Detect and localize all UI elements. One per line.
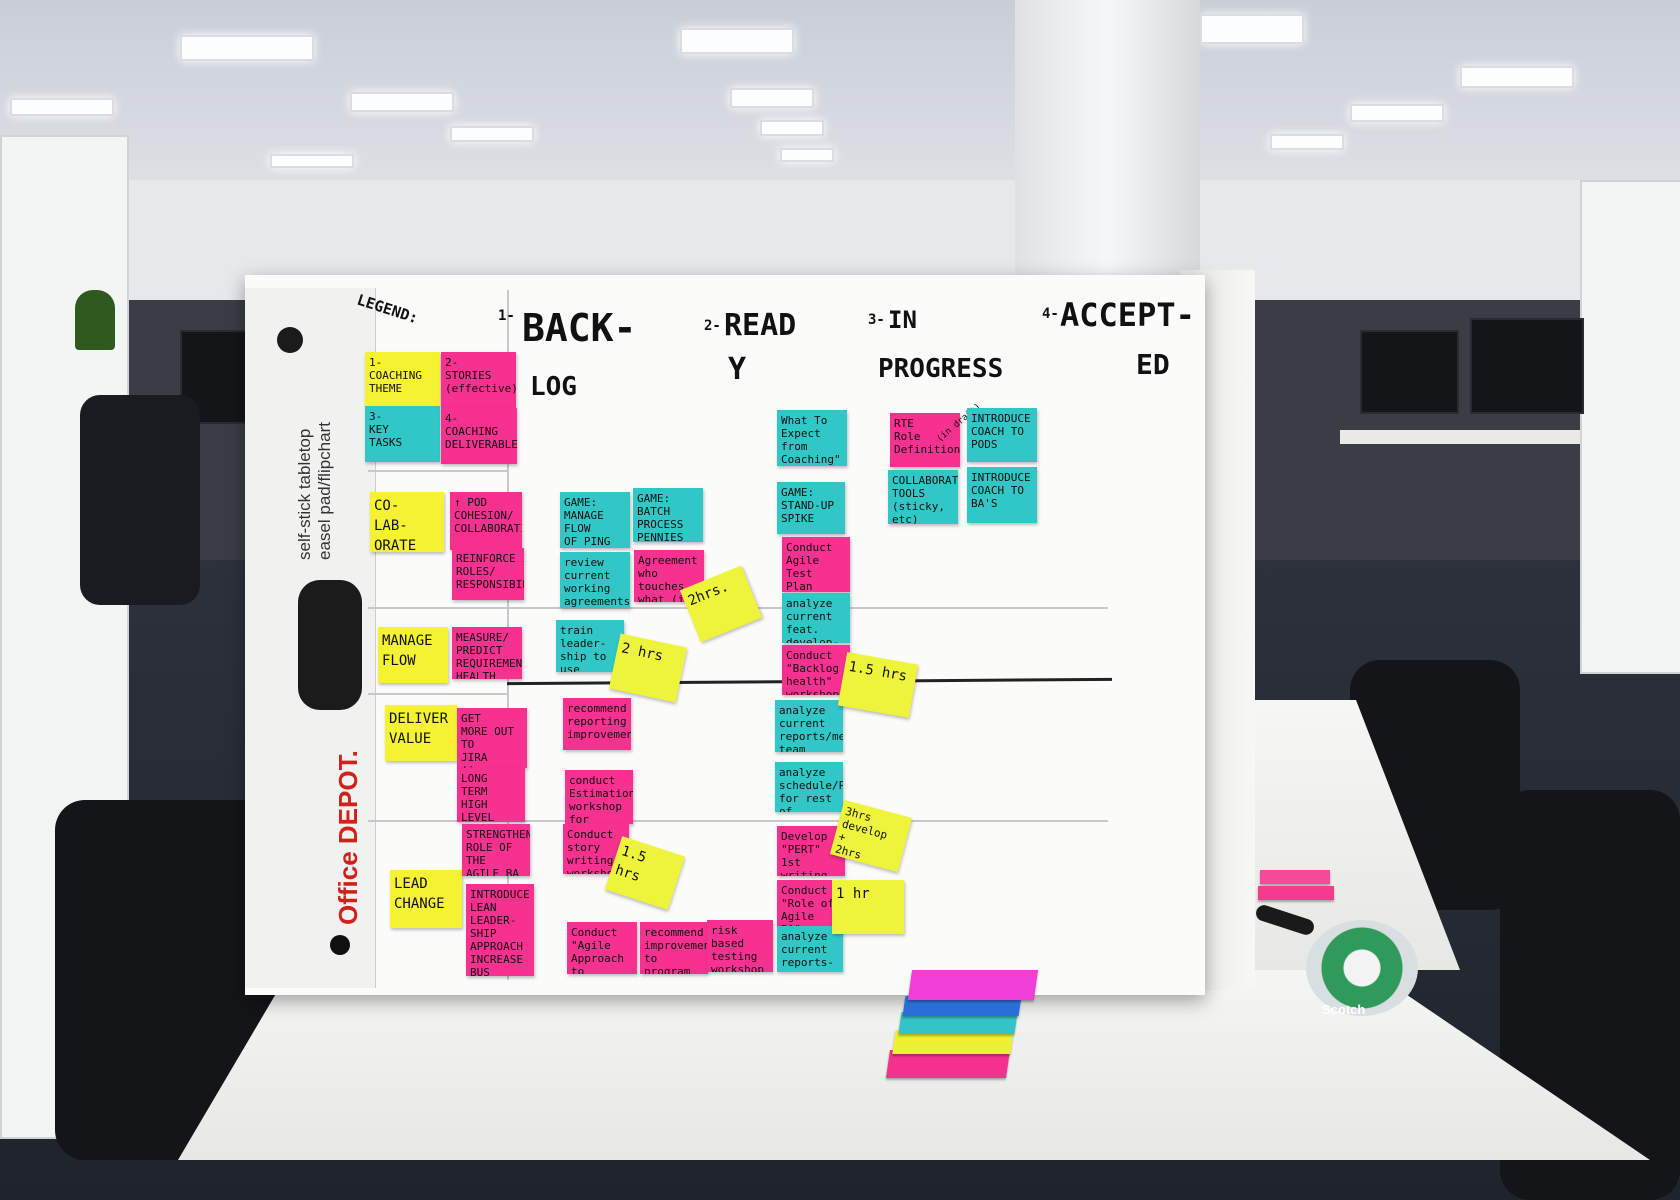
sticky-pad-desk bbox=[1260, 870, 1330, 884]
theme-manage-flow: MANAGE FLOW bbox=[378, 627, 448, 683]
ceiling-light bbox=[760, 120, 824, 136]
ceiling-light bbox=[270, 154, 354, 168]
story-note: INTRODUCE LEAN LEADER- SHIP APPROACH INC… bbox=[466, 884, 534, 976]
tape-label: Scotch bbox=[1322, 1002, 1366, 1017]
task-note: recommend reporting improvements bbox=[563, 698, 631, 750]
task-note: Conduct "Backlog health" workshop bbox=[782, 645, 850, 695]
row-divider bbox=[368, 820, 1108, 822]
legend-note-coaching-theme: 1- COACHING THEME bbox=[365, 352, 440, 406]
task-note: recommend improvements to program level … bbox=[640, 922, 708, 974]
column-title-ready-2: Y bbox=[728, 352, 747, 387]
task-note: Conduct Agile Test Plan writing workshop bbox=[782, 537, 850, 592]
task-note: train leader- ship to use backlog health bbox=[556, 620, 624, 672]
task-note: INTRODUCE COACH TO PODS bbox=[967, 408, 1037, 462]
estimate-note: 1 hr bbox=[832, 880, 904, 934]
pillar bbox=[1015, 0, 1200, 280]
ceiling-light bbox=[180, 35, 314, 61]
story-note: STRENGTHEN ROLE OF THE AGILE BA bbox=[462, 824, 530, 876]
task-note: GAME: MANAGE FLOW OF PING PONG BALLS bbox=[560, 492, 630, 548]
monitor bbox=[1360, 330, 1459, 414]
task-note: conduct Estimation workshop for future r… bbox=[565, 770, 633, 824]
story-note: MEASURE/ PREDICT REQUIREMENTS HEALTH bbox=[452, 627, 522, 679]
task-note: review current working agreements bbox=[560, 552, 630, 608]
row-divider bbox=[368, 470, 508, 472]
monitor bbox=[180, 330, 254, 424]
ceiling-light bbox=[730, 88, 814, 108]
task-note: analyze current reports/metrics- team le… bbox=[775, 700, 843, 752]
task-note: COLLABORATION TOOLS (sticky, etc) bbox=[888, 470, 958, 524]
task-note: INTRODUCE COACH TO BA'S bbox=[967, 467, 1037, 523]
column-title-accepted-2: ED bbox=[1136, 348, 1170, 381]
column-title-in-progress: IN bbox=[888, 306, 917, 334]
column-number: 3- bbox=[868, 312, 885, 328]
task-note: Conduct "Agile Approach to Product Cont"… bbox=[567, 922, 637, 974]
easel-hole bbox=[277, 327, 303, 353]
sticky-pad-desk bbox=[1258, 886, 1334, 900]
office-depot-logo: Office DEPOT. bbox=[333, 750, 363, 925]
ceiling-light bbox=[1270, 134, 1344, 150]
legend-note-key-tasks: 3- KEY TASKS bbox=[365, 406, 440, 462]
ceiling-light bbox=[10, 98, 114, 116]
theme-lead-change: LEAD CHANGE bbox=[390, 870, 462, 928]
column-title-backlog: BACK- bbox=[522, 306, 637, 350]
theme-deliver-value: DELIVER VALUE bbox=[385, 705, 457, 761]
tape-dispenser bbox=[1306, 920, 1418, 1016]
column-number: 2- bbox=[704, 318, 721, 334]
column-number: 4- bbox=[1042, 306, 1059, 322]
column-title-in-progress-2: PROGRESS bbox=[878, 354, 1004, 384]
task-note: GAME: BATCH PROCESS PENNIES bbox=[633, 488, 703, 542]
person-seated bbox=[80, 395, 200, 605]
story-note: REINFORCE ROLES/ RESPONSIBIES bbox=[452, 548, 524, 600]
sticky-pad bbox=[907, 970, 1039, 1000]
ceiling-light bbox=[1460, 66, 1574, 88]
task-note: GAME: STAND-UP SPIKE bbox=[777, 482, 845, 534]
back-desk bbox=[1340, 430, 1580, 444]
story-note: ↑ POD COHESION/ COLLABORATION bbox=[450, 492, 522, 550]
ceiling-light bbox=[680, 28, 794, 54]
task-note: RTE Role Definition bbox=[890, 413, 960, 467]
column-title-ready: READ bbox=[724, 308, 797, 343]
story-note: LONG TERM HIGH LEVEL ESTIMATES bbox=[457, 768, 525, 822]
task-note: risk based testing workshop bbox=[707, 920, 773, 972]
ceiling-light bbox=[1200, 14, 1304, 44]
column-title-backlog-2: LOG bbox=[530, 372, 577, 402]
right-whiteboard bbox=[1580, 180, 1680, 674]
story-note: GET MORE OUT TO JIRA (improve reports) bbox=[457, 708, 527, 768]
ceiling-light bbox=[780, 148, 834, 162]
ceiling-light bbox=[1350, 104, 1444, 122]
column-title-accepted: ACCEPT- bbox=[1060, 296, 1195, 334]
theme-collaborate: CO- LAB- ORATE bbox=[370, 492, 444, 552]
column-number: 1- bbox=[498, 308, 515, 324]
brand-circle bbox=[330, 935, 350, 955]
legend-note-stories: 2- STORIES (effective) bbox=[441, 352, 516, 408]
sticky-pad bbox=[886, 1050, 1010, 1078]
easel-label-1: self-stick tabletop bbox=[295, 428, 314, 560]
ceiling-light bbox=[450, 126, 534, 142]
legend-note-coaching-deliverables: 4- COACHING DELIVERABLES bbox=[441, 408, 517, 464]
person bbox=[75, 290, 115, 350]
row-divider bbox=[368, 693, 508, 695]
easel-label-2: easel pad/flipchart bbox=[315, 422, 334, 560]
task-note: analyze schedule/PERTs for rest of 2018 bbox=[775, 762, 843, 812]
task-note: What To Expect from Coaching" orien- tat… bbox=[777, 410, 847, 466]
task-note: analyze current feat. develop- ment life… bbox=[782, 593, 850, 643]
monitor bbox=[1470, 318, 1584, 414]
easel-handle bbox=[298, 580, 362, 710]
ceiling-light bbox=[350, 92, 454, 112]
